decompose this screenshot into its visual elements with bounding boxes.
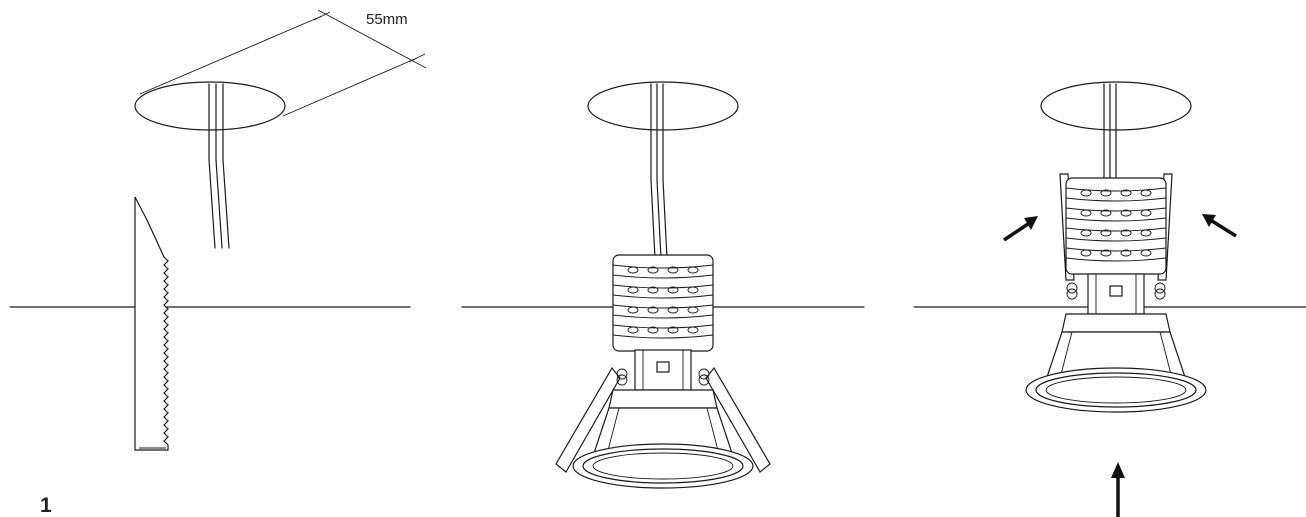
- cable: [1103, 83, 1117, 179]
- spring-clip-left: [555, 366, 628, 473]
- panel-cut-hole: 55mm 1: [9, 9, 427, 517]
- spring-clip-right: [698, 366, 771, 473]
- cable: [650, 83, 668, 259]
- cable: [208, 83, 230, 249]
- step-number: 1: [40, 494, 52, 517]
- saw-blade: [134, 196, 169, 451]
- arrow-icon-right: [1202, 214, 1237, 238]
- panel-push-into-ceiling: [913, 81, 1306, 517]
- arrow-icon-left: [1003, 216, 1038, 242]
- downlight-fixture: [1025, 273, 1207, 413]
- dimension-label: 55mm: [366, 11, 408, 28]
- arrow-icon-up: [1111, 462, 1125, 517]
- downlight-fixture: [572, 349, 754, 489]
- heat-sink: [1065, 177, 1167, 275]
- panel-connect-insert: [461, 81, 865, 489]
- ceiling-hole: [134, 81, 286, 131]
- heat-sink: [612, 254, 714, 352]
- dimension-indicator: [139, 9, 427, 117]
